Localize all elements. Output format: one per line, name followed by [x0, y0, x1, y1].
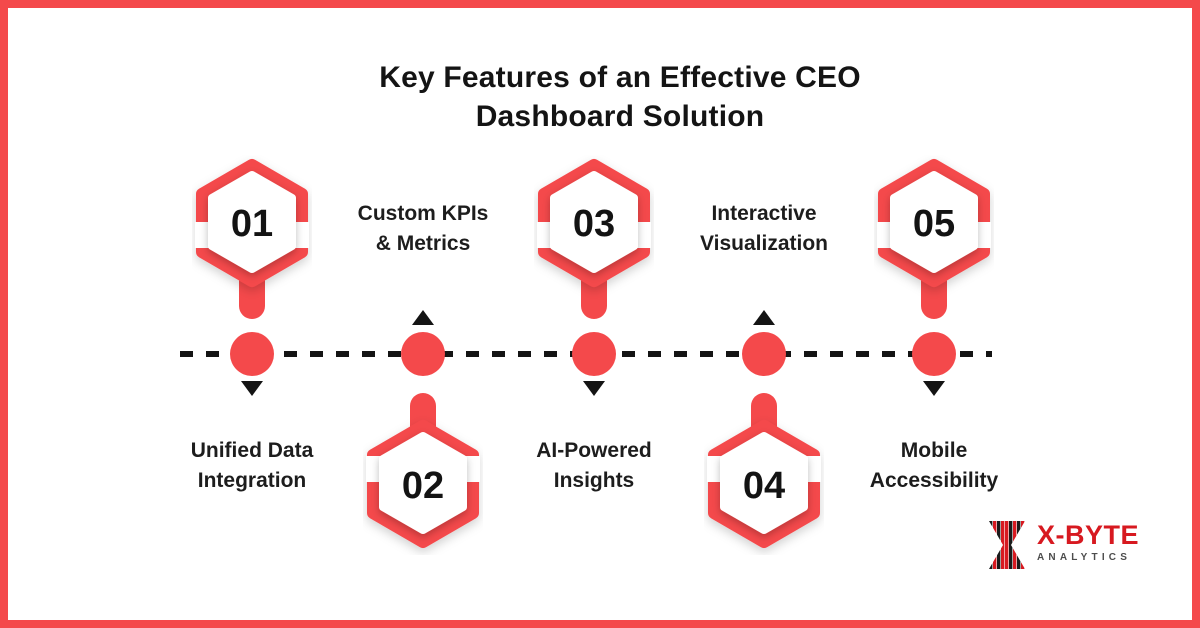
- feature-03-label: AI-Powered Insights: [479, 436, 709, 496]
- feature-01-label-line-1: Unified Data: [190, 439, 314, 462]
- feature-04-inner-hexagon: [720, 432, 808, 534]
- page-title-line-2: Dashboard Solution: [475, 100, 765, 133]
- feature-01-number: 01: [231, 203, 273, 245]
- feature-02-hexagon-marker: 02: [366, 393, 480, 548]
- feature-05-label-line-1: Mobile: [900, 439, 968, 462]
- feature-03-label-line-1: AI-Powered: [536, 439, 652, 462]
- xbyte-logo: X-BYTE ANALYTICS: [986, 521, 1139, 569]
- feature-01-timeline-node: [230, 332, 274, 376]
- feature-01-label-line-2: Integration: [197, 469, 307, 492]
- feature-02-number: 02: [402, 465, 444, 507]
- page-title-line-1: Key Features of an Effective CEO: [379, 61, 861, 94]
- feature-03-timeline-node: [572, 332, 616, 376]
- feature-04-label-line-2: Visualization: [700, 232, 828, 255]
- xbyte-logo-name: X-BYTE: [1037, 520, 1140, 550]
- feature-04-number: 04: [743, 465, 785, 507]
- feature-05-label: Mobile Accessibility: [819, 436, 1049, 496]
- feature-05-hexagon-marker: 05: [877, 159, 991, 319]
- feature-01-triangle-down-icon: [241, 381, 263, 396]
- feature-05-inner-hexagon: [890, 171, 978, 273]
- feature-04-timeline-node: [742, 332, 786, 376]
- feature-02-label-line-1: Custom KPIs: [357, 202, 489, 225]
- feature-05-timeline-node: [912, 332, 956, 376]
- feature-04-label: Interactive Visualization: [649, 199, 879, 259]
- xbyte-logo-text: X-BYTE ANALYTICS: [1037, 521, 1139, 563]
- xbyte-logo-icon: [989, 521, 1025, 569]
- feature-01-label: Unified Data Integration: [137, 436, 367, 496]
- feature-01-inner-hexagon: [208, 171, 296, 273]
- feature-01-hexagon-marker: 01: [195, 159, 309, 319]
- feature-03-number: 03: [573, 203, 615, 245]
- feature-02-timeline-node: [401, 332, 445, 376]
- feature-03-hexagon-marker: 03: [537, 159, 651, 319]
- feature-02-label-line-2: & Metrics: [375, 232, 471, 255]
- feature-02-label: Custom KPIs & Metrics: [308, 199, 538, 259]
- feature-02-inner-hexagon: [379, 432, 467, 534]
- feature-03-label-line-2: Insights: [553, 469, 635, 492]
- feature-05-number: 05: [913, 203, 955, 245]
- feature-03-inner-hexagon: [550, 171, 638, 273]
- feature-02-triangle-up-icon: [412, 310, 434, 325]
- page-title: Key Features of an Effective CEO Dashboa…: [40, 58, 1200, 136]
- feature-03-triangle-down-icon: [583, 381, 605, 396]
- feature-04-label-line-1: Interactive: [711, 202, 817, 225]
- feature-04-hexagon-marker: 04: [707, 393, 821, 548]
- xbyte-logo-subtitle: ANALYTICS: [1037, 552, 1132, 563]
- feature-04-triangle-up-icon: [753, 310, 775, 325]
- feature-05-triangle-down-icon: [923, 381, 945, 396]
- feature-05-label-line-2: Accessibility: [869, 469, 999, 492]
